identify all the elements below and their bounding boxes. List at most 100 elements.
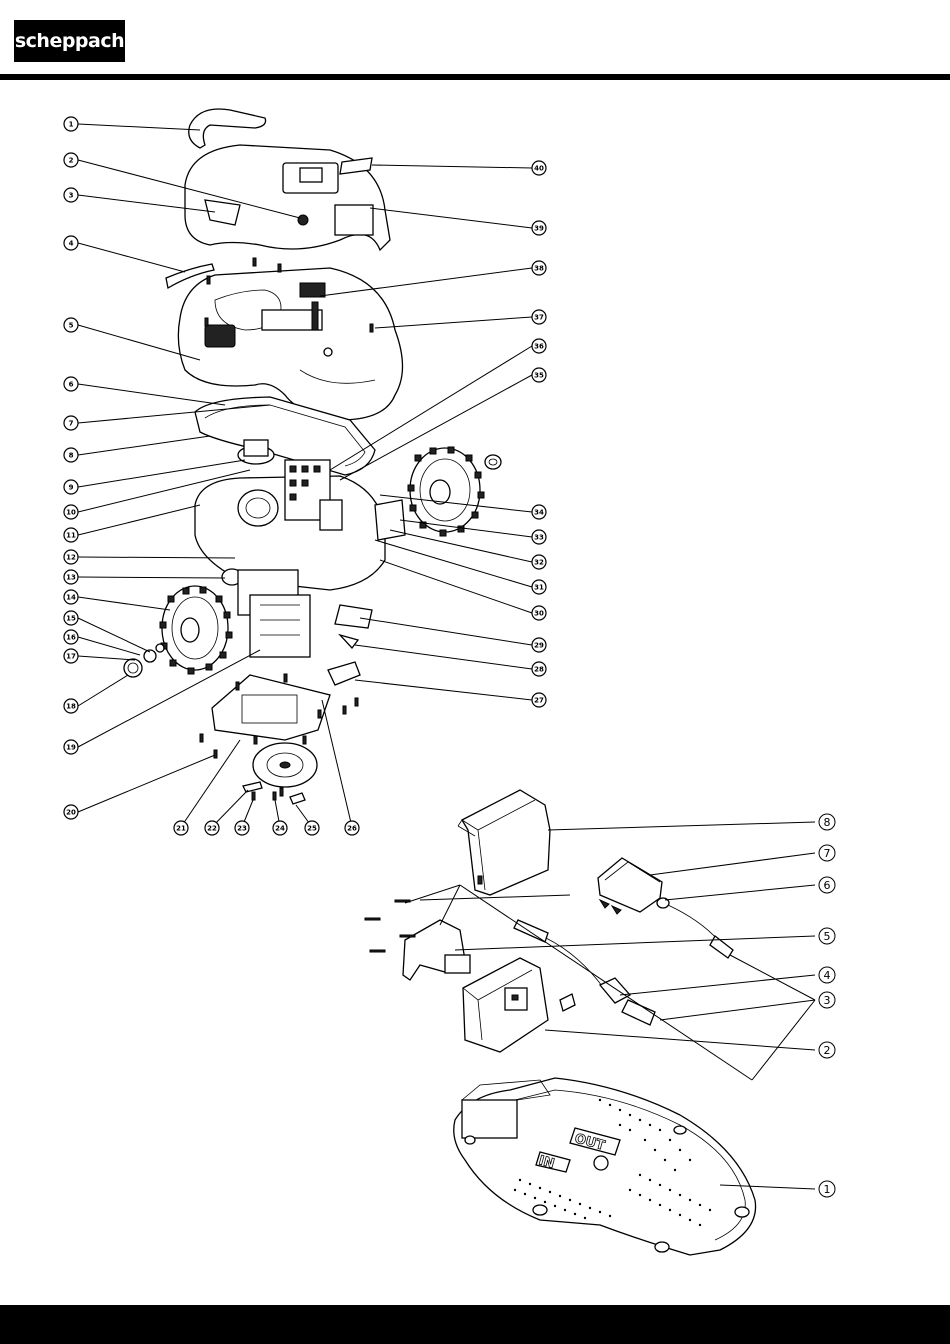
callout-7: 7 [64, 416, 78, 430]
station-callout-7: 7 [819, 845, 835, 861]
callout-16: 16 [64, 630, 78, 644]
svg-text:2: 2 [824, 1044, 831, 1057]
svg-text:3: 3 [824, 994, 831, 1007]
svg-text:30: 30 [534, 610, 544, 618]
svg-text:11: 11 [66, 532, 76, 540]
svg-text:29: 29 [534, 642, 544, 650]
callout-28: 28 [532, 662, 546, 676]
callout-29: 29 [532, 638, 546, 652]
svg-text:4: 4 [69, 240, 74, 248]
station-callout-3: 3 [819, 992, 835, 1008]
svg-text:16: 16 [66, 634, 76, 642]
svg-text:12: 12 [66, 554, 76, 562]
svg-text:13: 13 [66, 574, 76, 582]
svg-text:7: 7 [69, 420, 74, 428]
callout-2: 2 [64, 153, 78, 167]
svg-text:23: 23 [237, 825, 247, 833]
svg-text:10: 10 [66, 509, 76, 517]
callout-38: 38 [532, 261, 546, 275]
svg-text:15: 15 [66, 615, 76, 623]
callout-9: 9 [64, 480, 78, 494]
callout-14: 14 [64, 590, 78, 604]
station-callout-4: 4 [819, 967, 835, 983]
callout-34: 34 [532, 505, 546, 519]
callout-12: 12 [64, 550, 78, 564]
svg-text:28: 28 [534, 666, 544, 674]
svg-text:33: 33 [534, 534, 544, 542]
svg-text:7: 7 [824, 847, 831, 860]
svg-text:19: 19 [66, 744, 76, 752]
svg-text:2: 2 [69, 157, 74, 165]
svg-text:6: 6 [69, 381, 74, 389]
callout-39: 39 [532, 221, 546, 235]
callout-25: 25 [305, 821, 319, 835]
svg-text:37: 37 [534, 314, 544, 322]
callout-6: 6 [64, 377, 78, 391]
callout-30: 30 [532, 606, 546, 620]
svg-text:35: 35 [534, 372, 544, 380]
svg-text:8: 8 [69, 452, 74, 460]
svg-text:8: 8 [824, 816, 831, 829]
station-callout-8: 8 [819, 814, 835, 830]
station-callout-1: 1 [819, 1181, 835, 1197]
callout-23: 23 [235, 821, 249, 835]
callout-1: 1 [64, 117, 78, 131]
svg-text:34: 34 [534, 509, 544, 517]
footer-bar [0, 1305, 950, 1344]
callout-21: 21 [174, 821, 188, 835]
svg-text:27: 27 [534, 697, 544, 705]
callout-15: 15 [64, 611, 78, 625]
callout-17: 17 [64, 649, 78, 663]
svg-text:22: 22 [207, 825, 217, 833]
callout-3: 3 [64, 188, 78, 202]
callout-24: 24 [273, 821, 287, 835]
svg-text:32: 32 [534, 559, 544, 567]
svg-text:26: 26 [347, 825, 357, 833]
svg-text:3: 3 [69, 192, 74, 200]
station-callouts: 8 7 6 5 4 3 2 1 [819, 814, 835, 1197]
svg-text:39: 39 [534, 225, 544, 233]
svg-text:21: 21 [176, 825, 186, 833]
callout-8: 8 [64, 448, 78, 462]
svg-text:18: 18 [66, 703, 76, 711]
callout-5: 5 [64, 318, 78, 332]
svg-text:17: 17 [66, 653, 76, 661]
callout-11: 11 [64, 528, 78, 542]
callout-36: 36 [532, 339, 546, 353]
svg-text:36: 36 [534, 343, 544, 351]
svg-text:38: 38 [534, 265, 544, 273]
callout-18: 18 [64, 699, 78, 713]
callout-37: 37 [532, 310, 546, 324]
callout-40: 40 [532, 161, 546, 175]
svg-text:1: 1 [824, 1183, 831, 1196]
station-callout-2: 2 [819, 1042, 835, 1058]
svg-text:25: 25 [307, 825, 317, 833]
callout-27: 27 [532, 693, 546, 707]
svg-text:9: 9 [69, 484, 74, 492]
svg-text:5: 5 [824, 930, 831, 943]
svg-text:6: 6 [824, 879, 831, 892]
svg-text:31: 31 [534, 584, 544, 592]
callout-19: 19 [64, 740, 78, 754]
svg-text:24: 24 [275, 825, 285, 833]
callout-10: 10 [64, 505, 78, 519]
callout-33: 33 [532, 530, 546, 544]
station-callout-5: 5 [819, 928, 835, 944]
svg-text:40: 40 [534, 165, 544, 173]
callout-26: 26 [345, 821, 359, 835]
svg-text:1: 1 [69, 121, 74, 129]
callout-22: 22 [205, 821, 219, 835]
mower-assembly [124, 109, 501, 804]
station-assembly: OUT IN [365, 790, 756, 1255]
callout-31: 31 [532, 580, 546, 594]
svg-text:5: 5 [69, 322, 74, 330]
callout-13: 13 [64, 570, 78, 584]
callout-35: 35 [532, 368, 546, 382]
callout-4: 4 [64, 236, 78, 250]
svg-text:14: 14 [66, 594, 76, 602]
callout-32: 32 [532, 555, 546, 569]
svg-text:4: 4 [824, 969, 831, 982]
callout-20: 20 [64, 805, 78, 819]
svg-text:20: 20 [66, 809, 76, 817]
